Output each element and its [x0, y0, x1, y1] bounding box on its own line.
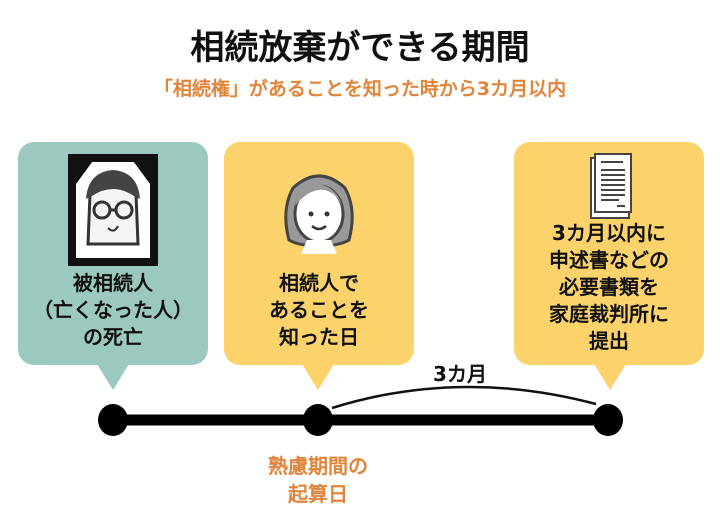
step-label-line: 相続人で [279, 271, 359, 295]
step-label-line: 知った日 [279, 325, 359, 349]
step-label-line: の死亡 [83, 325, 143, 349]
page-title: 相続放棄ができる期間 [190, 28, 530, 68]
step-label-line: 申述書などの [549, 248, 669, 272]
start-label-line: 起算日 [288, 482, 348, 506]
step-aware-box: 相続人で あることを 知った日 [224, 142, 414, 365]
step-submit-box: 3カ月以内に 申述書などの 必要書類を 家庭裁判所に 提出 [514, 142, 704, 365]
step-deceased-box: 被相続人 （亡くなった人） の死亡 [18, 142, 208, 365]
timeline [98, 385, 623, 436]
pointer-tip [302, 364, 334, 390]
step-label-line: 提出 [589, 329, 629, 353]
span-arc [331, 385, 597, 410]
span-label: 3カ月 [433, 362, 487, 386]
pointer-tip [594, 364, 626, 390]
timeline-dot [593, 404, 623, 436]
timeline-dot [303, 404, 333, 436]
document-icon [590, 153, 632, 219]
timeline-dot [98, 404, 128, 436]
subtitle: 「相続権」があることを知った時から3カ月以内 [153, 78, 567, 100]
step-label-line: （亡くなった人） [33, 298, 193, 322]
deceased-portrait-icon [68, 154, 158, 266]
pointer-tip [97, 364, 129, 390]
step-label-line: 必要書類を [559, 275, 659, 299]
step-label-line: 家庭裁判所に [549, 302, 669, 326]
start-label-line: 熟慮期間の [268, 454, 368, 478]
step-label-line: 被相続人 [73, 271, 153, 295]
step-label-line: 3カ月以内に [552, 221, 666, 245]
woman-icon [284, 174, 354, 254]
start-label: 熟慮期間の 起算日 [218, 452, 418, 508]
step-label-line: あることを [269, 298, 369, 322]
